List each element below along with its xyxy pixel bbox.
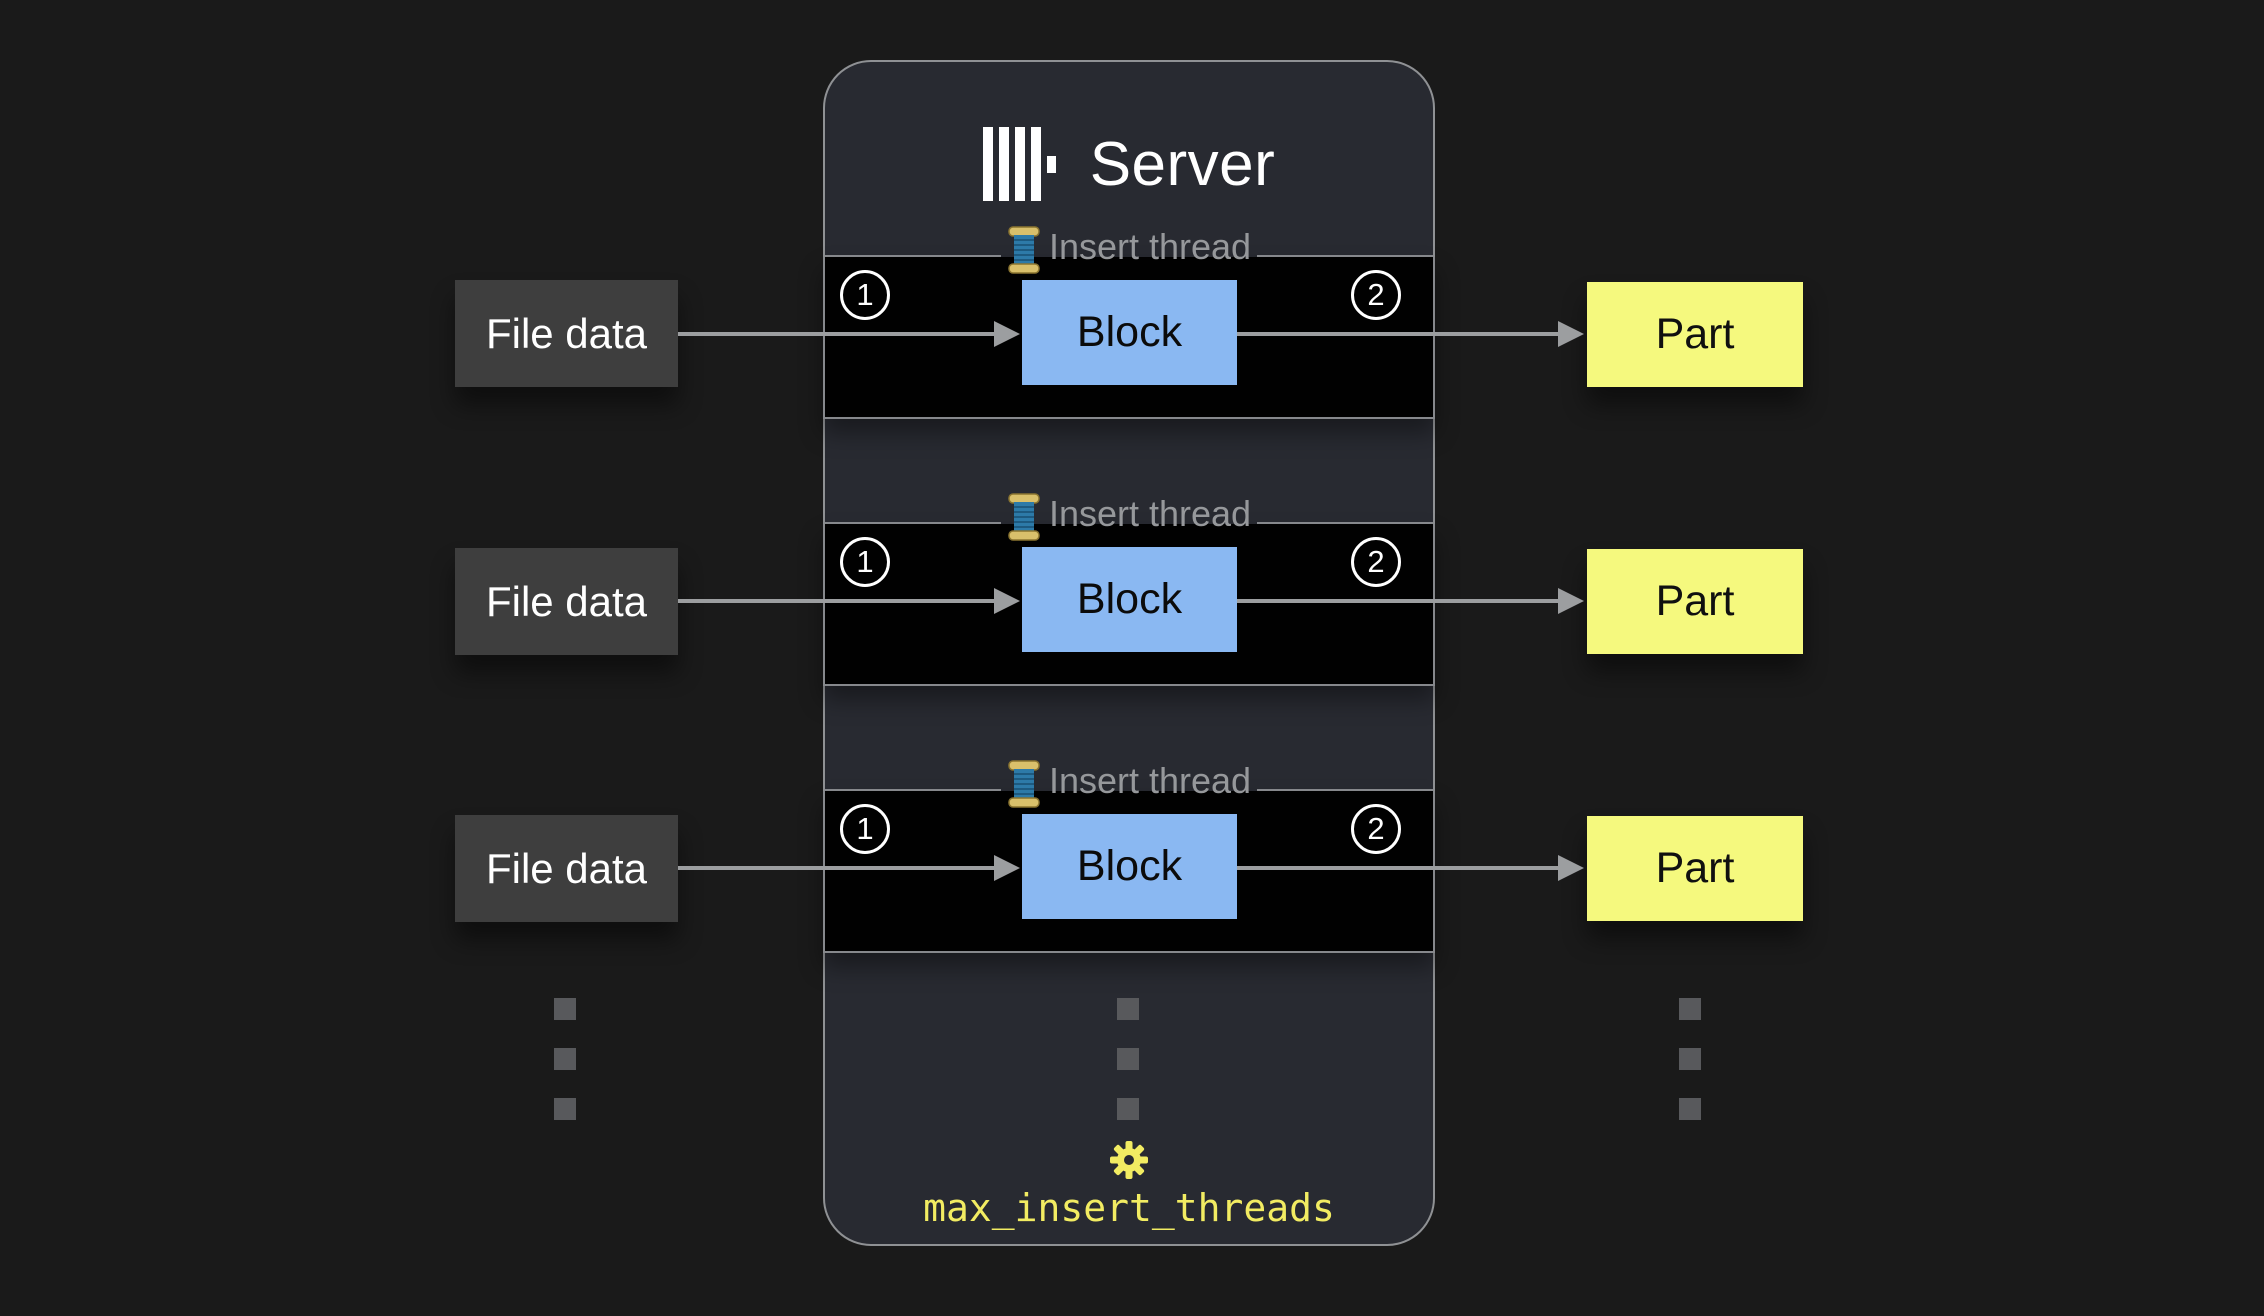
gear-icon bbox=[1110, 1141, 1148, 1179]
insert-thread-row: Insert thread 1 Block 2 bbox=[823, 760, 1435, 953]
block-box: Block bbox=[1022, 280, 1237, 385]
server-title: Server bbox=[1089, 129, 1276, 199]
dot-square bbox=[1679, 1048, 1701, 1070]
clickhouse-logo-icon bbox=[982, 127, 1056, 201]
insert-thread-row: Insert thread 1 Block 2 bbox=[823, 493, 1435, 686]
insert-thread-label: Insert thread bbox=[1048, 760, 1252, 801]
step-2-badge: 2 bbox=[1351, 804, 1401, 854]
dot-square bbox=[554, 998, 576, 1020]
logo-bar-short bbox=[1046, 155, 1056, 173]
step-1-badge: 1 bbox=[840, 270, 890, 320]
ellipsis-dots-right bbox=[1679, 998, 1701, 1120]
ellipsis-dots-left bbox=[554, 998, 576, 1120]
thread-spool-icon bbox=[1008, 493, 1040, 541]
block-box: Block bbox=[1022, 814, 1237, 919]
file-data-box: File data bbox=[455, 548, 678, 655]
block-to-part-arrow bbox=[1237, 321, 1584, 347]
insert-thread-label: Insert thread bbox=[1048, 226, 1252, 267]
step-1-badge: 1 bbox=[840, 537, 890, 587]
dot-square bbox=[1117, 1048, 1139, 1070]
block-box: Block bbox=[1022, 547, 1237, 652]
insert-thread-row: Insert thread 1 Block 2 bbox=[823, 226, 1435, 419]
logo-bar bbox=[998, 127, 1009, 201]
file-data-box: File data bbox=[455, 815, 678, 922]
file-to-block-arrow bbox=[678, 588, 1020, 614]
ellipsis-dots-center bbox=[1117, 998, 1139, 1120]
dot-square bbox=[1679, 1098, 1701, 1120]
step-2-badge: 2 bbox=[1351, 270, 1401, 320]
server-header: Server bbox=[825, 104, 1433, 224]
dot-square bbox=[1117, 1098, 1139, 1120]
thread-spool-icon bbox=[1008, 760, 1040, 808]
part-box: Part bbox=[1587, 549, 1803, 654]
setting-icon-wrap bbox=[825, 1140, 1433, 1180]
step-1-badge: 1 bbox=[840, 804, 890, 854]
file-to-block-arrow bbox=[678, 855, 1020, 881]
dot-square bbox=[554, 1048, 576, 1070]
block-to-part-arrow bbox=[1237, 588, 1584, 614]
dot-square bbox=[554, 1098, 576, 1120]
part-box: Part bbox=[1587, 816, 1803, 921]
logo-bar bbox=[982, 127, 993, 201]
file-data-box: File data bbox=[455, 280, 678, 387]
dot-square bbox=[1679, 998, 1701, 1020]
logo-bar bbox=[1014, 127, 1025, 201]
max-insert-threads-label: max_insert_threads bbox=[923, 1186, 1335, 1230]
file-to-block-arrow bbox=[678, 321, 1020, 347]
dot-square bbox=[1117, 998, 1139, 1020]
insert-thread-label: Insert thread bbox=[1048, 493, 1252, 534]
step-2-badge: 2 bbox=[1351, 537, 1401, 587]
logo-bar bbox=[1030, 127, 1041, 201]
thread-spool-icon bbox=[1008, 226, 1040, 274]
block-to-part-arrow bbox=[1237, 855, 1584, 881]
part-box: Part bbox=[1587, 282, 1803, 387]
server-container: Server Insert thread 1 Block 2 bbox=[823, 60, 1435, 1246]
